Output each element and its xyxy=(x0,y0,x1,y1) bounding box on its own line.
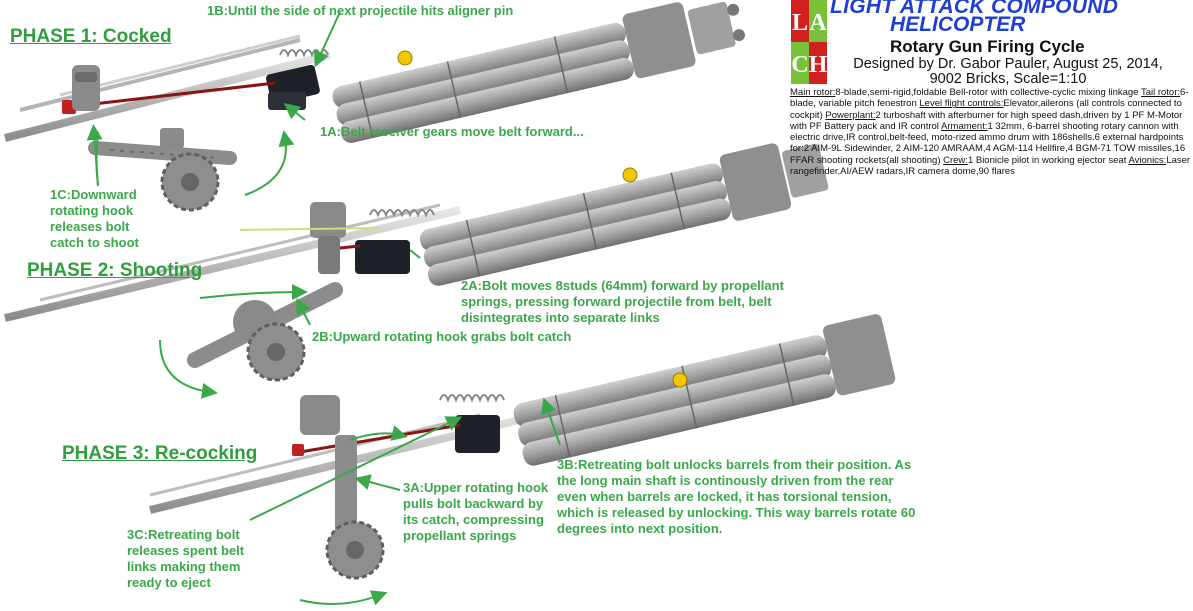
note-1c: 1C:Downward rotating hook releases bolt … xyxy=(50,187,139,250)
note-2b: 2B:Upward rotating hook grabs bolt catch xyxy=(312,329,572,344)
spec-powerplant: Powerplant:2 turboshaft with afterburner… xyxy=(790,109,1183,132)
spec-tail-rotor: Tail rotor:6-blade, variable pitch fenes… xyxy=(790,87,1189,110)
phase1-title: PHASE 1: Cocked xyxy=(10,26,172,47)
specs-block: Main rotor:8-blade,semi-rigid,foldable B… xyxy=(790,87,1192,177)
phase3-belt-receiver xyxy=(455,415,500,453)
logo-letter-a: A xyxy=(809,10,827,36)
phase2-gun xyxy=(4,143,829,382)
phase1-gun xyxy=(4,1,745,212)
phase3-gun xyxy=(149,314,896,580)
note-2a: 2A:Bolt moves 8studs (64mm) forward by p… xyxy=(461,278,784,325)
subtitle: Rotary Gun Firing Cycle xyxy=(890,37,1085,56)
lach-logo: L A C H xyxy=(791,0,827,84)
spec-avionics: Avionics:Laser rangefinder,AI/AEW radars… xyxy=(790,154,1191,178)
phase3-title: PHASE 3: Re-cocking xyxy=(62,443,258,464)
spec-crew: Crew:1 Bionicle pilot in working ejector… xyxy=(943,154,1127,166)
spec-armament: Armament:1 32mm, 6-barrel shooting rotar… xyxy=(790,120,1186,166)
note-3c: 3C:Retreating bolt releases spent belt l… xyxy=(127,527,245,590)
phase2-belt-receiver xyxy=(355,240,410,274)
title-line1: LIGHT ATTACK COMPOUND xyxy=(830,0,1119,18)
credit-line2: 9002 Bricks, Scale=1:10 xyxy=(929,71,1087,87)
callout-arrows xyxy=(86,11,561,606)
note-1a: 1A:Belt receiver gears move belt forward… xyxy=(320,124,584,139)
spec-level-flight: Level flight controls:Elevator,ailerons … xyxy=(790,98,1182,121)
note-1b: 1B:Until the side of next projectile hit… xyxy=(207,3,514,18)
logo-letter-c: C xyxy=(791,52,808,78)
credits: Designed by Dr. Gabor Pauler, August 25,… xyxy=(838,57,1178,87)
credit-line1: Designed by Dr. Gabor Pauler, August 25,… xyxy=(853,56,1163,72)
logo-letter-h: H xyxy=(809,52,827,78)
spec-main-rotor: Main rotor:8-blade,semi-rigid,foldable B… xyxy=(790,87,1139,98)
phase2-title: PHASE 2: Shooting xyxy=(27,260,203,281)
note-3a: 3A:Upper rotating hook pulls bolt backwa… xyxy=(403,480,549,543)
title-line2: HELICOPTER xyxy=(890,13,1026,36)
note-3b: 3B:Retreating bolt unlocks barrels from … xyxy=(557,457,916,536)
logo-letter-l: L xyxy=(792,10,808,36)
